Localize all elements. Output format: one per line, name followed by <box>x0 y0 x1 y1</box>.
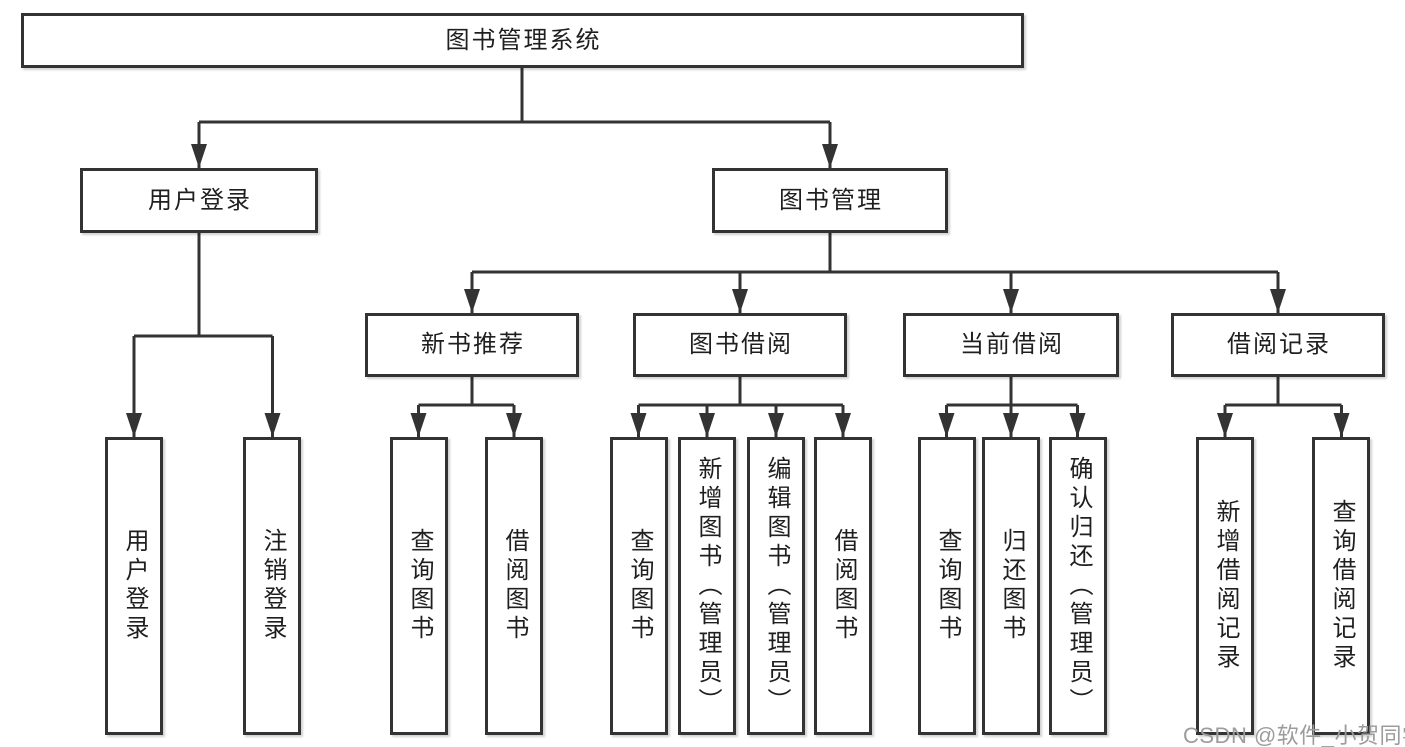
leaf-borrow-books-recommend: 借阅图书 <box>485 437 543 735</box>
leaf-query-books-recommend: 查询图书 <box>390 437 448 735</box>
leaf-confirm-return-admin-label: 确认归还（管理员） <box>1065 455 1092 717</box>
leaf-borrow-books-borrow: 借阅图书 <box>814 437 872 735</box>
leaf-add-borrow-record: 新增借阅记录 <box>1196 437 1254 735</box>
leaf-add-borrow-record-label: 新增借阅记录 <box>1212 499 1239 673</box>
leaf-logout-login: 注销登录 <box>243 437 301 735</box>
leaf-query-books-recommend-label: 查询图书 <box>406 528 433 644</box>
node-current-borrow-label: 当前借阅 <box>960 331 1064 358</box>
leaf-add-book-admin: 新增图书（管理员） <box>678 437 736 735</box>
leaf-edit-book-admin: 编辑图书（管理员） <box>747 437 805 735</box>
leaf-logout-login-label: 注销登录 <box>259 528 286 644</box>
node-book-borrow: 图书借阅 <box>633 313 847 377</box>
node-book-borrow-label: 图书借阅 <box>689 331 793 358</box>
node-book-management: 图书管理 <box>712 168 948 233</box>
leaf-query-borrow-record: 查询借阅记录 <box>1312 437 1370 735</box>
node-current-borrow: 当前借阅 <box>903 313 1119 377</box>
node-new-book-recommend-label: 新书推荐 <box>421 331 525 358</box>
leaf-add-book-admin-label: 新增图书（管理员） <box>694 455 721 717</box>
node-library-system: 图书管理系统 <box>21 13 1024 68</box>
node-new-book-recommend: 新书推荐 <box>365 313 579 377</box>
leaf-query-books-current-label: 查询图书 <box>934 528 961 644</box>
leaf-return-book-label: 归还图书 <box>998 528 1025 644</box>
leaf-borrow-books-borrow-label: 借阅图书 <box>830 528 857 644</box>
leaf-query-books-current: 查询图书 <box>918 437 976 735</box>
node-borrow-records-label: 借阅记录 <box>1227 331 1331 358</box>
leaf-query-books-borrow-label: 查询图书 <box>626 528 653 644</box>
leaf-borrow-books-recommend-label: 借阅图书 <box>501 528 528 644</box>
leaf-user-login-label: 用户登录 <box>121 528 148 644</box>
arrow-heads <box>126 144 1350 437</box>
leaf-return-book: 归还图书 <box>982 437 1040 735</box>
node-user-login: 用户登录 <box>80 168 318 233</box>
node-borrow-records: 借阅记录 <box>1171 313 1385 377</box>
leaf-query-borrow-record-label: 查询借阅记录 <box>1328 499 1355 673</box>
leaf-edit-book-admin-label: 编辑图书（管理员） <box>763 455 790 717</box>
node-library-system-label: 图书管理系统 <box>445 26 602 54</box>
leaf-confirm-return-admin: 确认归还（管理员） <box>1049 437 1107 735</box>
leaf-user-login: 用户登录 <box>105 437 163 735</box>
connector-stems <box>132 68 1343 437</box>
leaf-query-books-borrow: 查询图书 <box>610 437 668 735</box>
csdn-watermark: CSDN @软件_小贺同学 <box>1183 723 1405 747</box>
node-user-login-label: 用户登录 <box>148 186 252 214</box>
node-book-management-label: 图书管理 <box>779 186 883 214</box>
